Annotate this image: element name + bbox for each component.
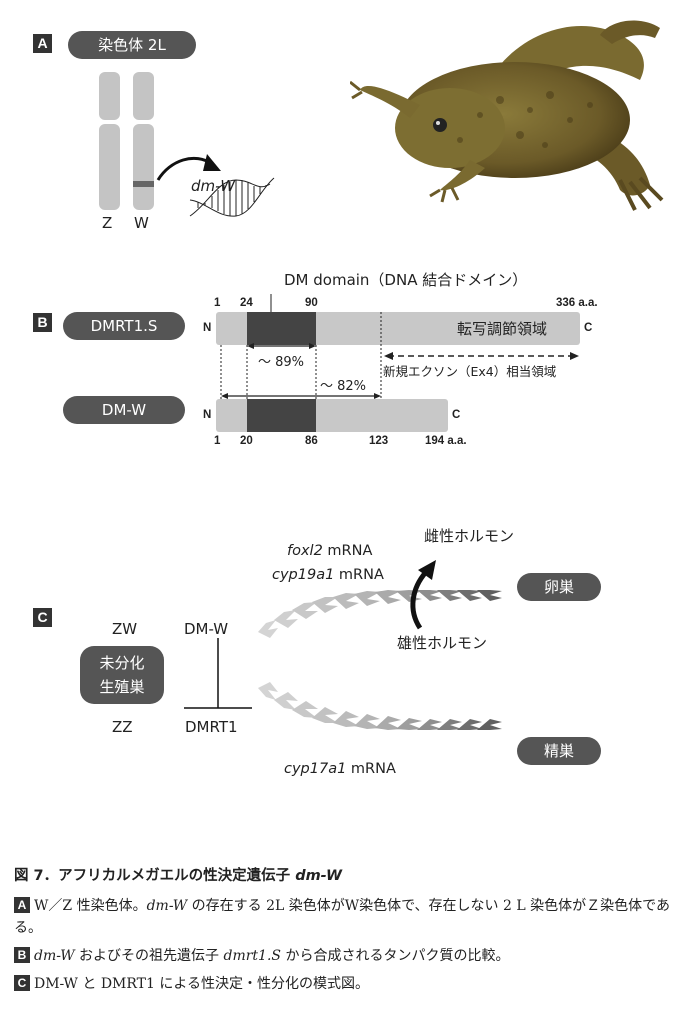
dm-w-pos-dm-start: 20 xyxy=(240,435,253,447)
chromosome-2l-title: 染色体 2L xyxy=(68,31,196,59)
female-hormone-label: 雌性ホルモン xyxy=(424,527,515,545)
caption-c-text: DM-W と DMRT1 による性決定・性分化の模式図。 xyxy=(34,976,369,992)
locus-arrow-head xyxy=(203,154,221,171)
caption-letter-b: B xyxy=(14,947,30,963)
caption-a-text-2: の存在する 2L 染色体がW染色体で、存在しない 2 L 染色体がＺ染色体である… xyxy=(14,898,670,936)
ovary-label: 卵巣 xyxy=(517,573,601,601)
chromosome-pair-diagram xyxy=(99,72,275,217)
male-hormone-label: 雄性ホルモン xyxy=(397,634,488,652)
african-clawed-frog-photo xyxy=(350,20,664,211)
dm-w-dm-domain xyxy=(247,399,316,432)
caption-b-gene2: dmrt1.S xyxy=(223,948,282,964)
overall-similarity: ～ 82% xyxy=(320,379,367,394)
dmrt1-pos-end: 336 a.a. xyxy=(556,297,598,309)
new-exon-region-label: 新規エクソン（Ex4）相当領域 xyxy=(383,364,557,379)
caption-letter-c: C xyxy=(14,975,30,991)
caption-title: 図 7．アフリカルメガエルの性決定遺伝子 dm-W xyxy=(14,864,686,885)
chromosome-z-lower-arm xyxy=(99,124,120,210)
hormone-curved-arrow xyxy=(410,570,428,630)
cyp19a1-gene: cyp19a1 xyxy=(272,567,335,583)
testis-pathway-chevrons xyxy=(258,682,502,730)
chromosome-z-label: Z xyxy=(102,214,113,232)
foxl2-mrna-label: foxl2 mRNA xyxy=(287,543,372,559)
caption-a-text-1: W／Z 性染色体。 xyxy=(34,898,147,914)
dm-w-factor-label: DM-W xyxy=(184,620,229,638)
panel-b-letter: B xyxy=(33,313,52,332)
transcription-regulatory-region-label: 転写調節領域 xyxy=(457,320,548,338)
ovary-pathway-chevrons xyxy=(258,590,502,638)
gonad-label-line2: 生殖巣 xyxy=(99,678,145,696)
foxl2-gene: foxl2 xyxy=(287,543,323,559)
chromosome-w-lower-arm xyxy=(133,124,154,210)
caption-title-prefix: 図 7．アフリカルメガエルの性決定遺伝子 xyxy=(14,868,296,884)
dmrt1-pos-start: 1 xyxy=(214,297,221,309)
dm-w-pos-end: 194 a.a. xyxy=(425,435,467,447)
zz-genotype-label: ZZ xyxy=(112,718,133,736)
protein-comparison-diagram xyxy=(216,294,580,432)
undifferentiated-gonad: 未分化 生殖巣 xyxy=(80,646,164,704)
cyp19a1-mrna-label: cyp19a1 mRNA xyxy=(272,567,384,583)
caption-title-gene: dm-W xyxy=(295,868,343,884)
cyp17a1-gene: cyp17a1 xyxy=(284,761,347,777)
dmrt1-pos-dm-start: 24 xyxy=(240,297,253,309)
gonad-label-line1: 未分化 xyxy=(99,654,145,672)
cyp17a1-mrna-suffix: mRNA xyxy=(346,761,396,777)
dm-w-pos-mid: 123 xyxy=(369,435,389,447)
dmrt1-pos-dm-end: 90 xyxy=(305,297,318,309)
dmrt1-protein-label: DMRT1.S xyxy=(63,312,185,340)
caption-a-gene: dm-W xyxy=(146,898,188,914)
hormone-arrow-head xyxy=(418,560,436,580)
dm-w-locus-band xyxy=(133,181,154,187)
sex-determination-pathway-diagram xyxy=(184,560,502,730)
caption-letter-a: A xyxy=(14,897,30,913)
dmrt1-c-terminus: C xyxy=(584,322,593,334)
panel-a-letter: A xyxy=(33,34,52,53)
dmrt1-dm-domain xyxy=(247,312,316,345)
dm-w-n-terminus: N xyxy=(203,409,212,421)
caption-b-gene1: dm-W xyxy=(34,948,75,964)
dm-w-gene-label: dm-W xyxy=(191,177,236,195)
caption-b-text-1: およびその祖先遺伝子 xyxy=(74,948,224,964)
dmrt1-factor-label: DMRT1 xyxy=(185,718,238,736)
dm-w-pos-dm-end: 86 xyxy=(305,435,318,447)
cyp17a1-mrna-label: cyp17a1 mRNA xyxy=(284,761,396,777)
chromosome-w-upper-arm xyxy=(133,72,154,120)
dm-domain-similarity: ～ 89% xyxy=(258,355,305,370)
chromosome-w-label: W xyxy=(134,214,149,232)
dm-w-pos-start: 1 xyxy=(214,435,221,447)
dm-domain-label: DM domain（DNA 結合ドメイン） xyxy=(284,271,528,289)
cyp19a1-mrna-suffix: mRNA xyxy=(334,567,384,583)
dm-w-c-terminus: C xyxy=(452,409,461,421)
dmrt1-n-terminus: N xyxy=(203,322,212,334)
chromosome-z-upper-arm xyxy=(99,72,120,120)
foxl2-mrna-suffix: mRNA xyxy=(322,543,373,559)
zw-genotype-label: ZW xyxy=(112,620,138,638)
dna-helix-icon xyxy=(189,177,275,217)
dm-w-protein-label: DM-W xyxy=(63,396,185,424)
testis-label: 精巣 xyxy=(517,737,601,765)
caption-b-text-2: から合成されるタンパク質の比較。 xyxy=(281,948,510,964)
panel-c-letter: C xyxy=(33,608,52,627)
